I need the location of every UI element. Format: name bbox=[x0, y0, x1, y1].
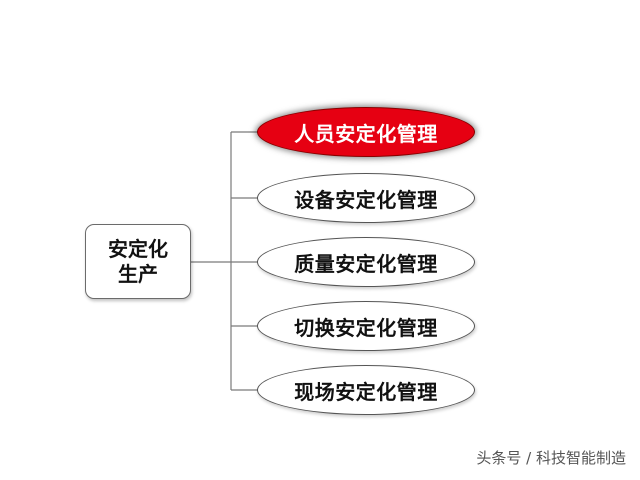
branch-node-site: 现场安定化管理 bbox=[257, 365, 475, 415]
branch-label: 切换安定化管理 bbox=[294, 315, 438, 340]
branch-node-quality: 质量安定化管理 bbox=[257, 237, 475, 287]
root-label-line1: 安定化 bbox=[108, 236, 168, 261]
branch-label: 人员安定化管理 bbox=[294, 121, 438, 146]
root-node: 安定化 生产 bbox=[85, 224, 191, 299]
branch-node-changeover: 切换安定化管理 bbox=[257, 301, 475, 351]
branch-label: 设备安定化管理 bbox=[294, 187, 438, 212]
root-label-line2: 生产 bbox=[118, 261, 158, 286]
branch-node-equipment: 设备安定化管理 bbox=[257, 173, 475, 223]
branch-label: 现场安定化管理 bbox=[294, 379, 438, 404]
branch-label: 质量安定化管理 bbox=[294, 251, 438, 276]
branch-node-personnel: 人员安定化管理 bbox=[257, 107, 475, 157]
watermark-text: 头条号 / 科技智能制造 bbox=[476, 449, 626, 467]
